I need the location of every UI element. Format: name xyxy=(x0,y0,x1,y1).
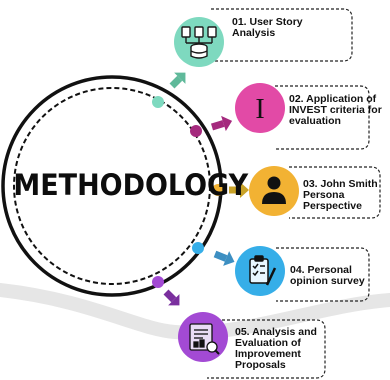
step-3-box xyxy=(289,166,381,219)
inner-dashed-ring xyxy=(13,87,211,285)
step-4-arrow xyxy=(213,250,235,266)
background-swoosh xyxy=(0,283,390,340)
step-2-box xyxy=(275,85,370,150)
step-3-dot xyxy=(212,184,224,196)
person-icon xyxy=(262,176,286,204)
step-5-dot xyxy=(152,276,164,288)
step-5-label: 05. Analysis and Evaluation of Improveme… xyxy=(235,326,317,371)
step-2-icon-circle xyxy=(235,83,285,133)
step-1-dot xyxy=(152,96,164,108)
step-1-arrow xyxy=(169,72,186,89)
step-2-label: 02. Application of INVEST criteria for e… xyxy=(289,93,382,127)
step-3-label: 03. John Smith Persona Perspective xyxy=(303,178,378,212)
database-documents-icon xyxy=(181,26,217,59)
step-5-box xyxy=(207,319,326,379)
step-2-arrow xyxy=(210,115,233,132)
methodology-title: METHODOLOGY xyxy=(13,168,249,202)
step-1-box xyxy=(211,8,353,62)
report-document-icon xyxy=(189,323,220,355)
step-3-arrow xyxy=(229,182,249,198)
step-5-arrow xyxy=(163,289,180,306)
step-boxes xyxy=(207,8,381,379)
step-3-icon-circle xyxy=(249,166,299,216)
clipboard-checklist-icon xyxy=(249,255,277,286)
step-4-label: 04. Personal opinion survey xyxy=(290,264,365,287)
step-4-box xyxy=(276,247,370,302)
letter-i-icon: I xyxy=(255,94,264,125)
step-1-label: 01. User Story Analysis xyxy=(232,16,303,39)
step-2-dot xyxy=(190,125,202,137)
step-4-dot xyxy=(192,242,204,254)
